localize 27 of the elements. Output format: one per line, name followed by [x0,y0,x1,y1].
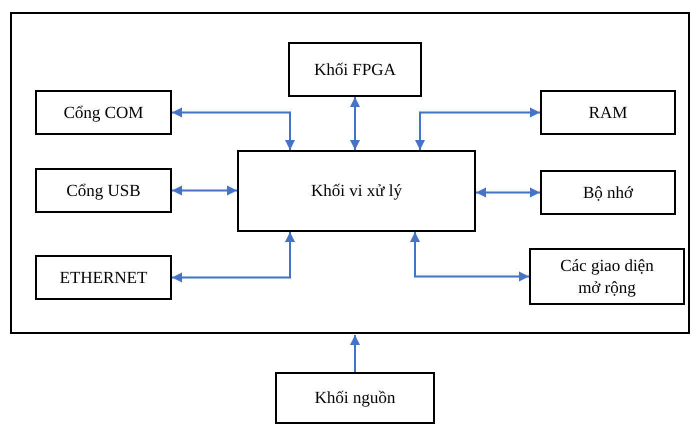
arrow [415,108,540,150]
box-label: Cổng USB [65,180,142,202]
process-box [529,248,685,305]
arrow [350,335,360,372]
process-box [540,170,676,215]
arrow [172,232,295,282]
arrow [410,232,529,282]
process-box [35,90,172,135]
arrow [350,97,360,150]
process-box [540,90,676,135]
process-box [237,150,476,232]
arrow [476,188,540,198]
box-label: Cổng COM [62,102,144,124]
box-label: Khối nguồn [314,387,396,409]
arrow [172,108,295,150]
process-box [288,42,422,97]
box-label: RAM [588,102,628,124]
process-box [35,255,172,300]
box-label: Các giao diện mở rộng [559,255,655,298]
process-box [35,168,172,213]
box-label: Khối vi xử lý [310,180,403,202]
frame-box [10,12,690,334]
process-box [275,372,435,424]
arrow [172,186,237,196]
box-label: Bộ nhớ [582,182,634,204]
box-label: Khối FPGA [313,58,397,80]
box-label: ETHERNET [58,266,148,288]
